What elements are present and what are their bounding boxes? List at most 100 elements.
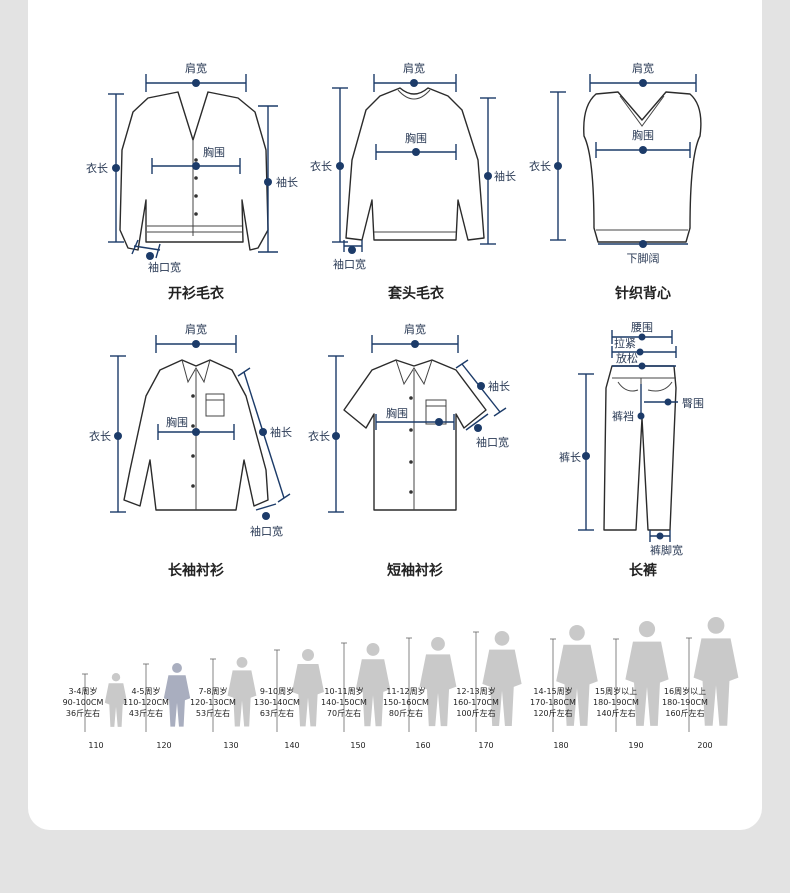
shoulder-label: 肩宽	[185, 322, 207, 336]
chest-label: 胸围	[166, 415, 188, 429]
child-silhouette-icon	[625, 621, 669, 726]
hem-label: 下脚阔	[627, 251, 660, 265]
chest-label: 胸围	[405, 131, 427, 145]
pullover-diagram: 肩宽 胸围 衣长 袖长 袖口宽 套头毛衣	[310, 61, 516, 302]
long-sleeve-shirt-diagram: 肩宽 胸围 衣长 袖长 袖口宽 长袖衬衫	[89, 322, 292, 579]
size-age: 12-13周岁	[456, 686, 495, 696]
length-label: 衣长	[529, 159, 551, 173]
child-silhouette-icon	[163, 663, 191, 727]
child-silhouette-icon	[355, 643, 391, 727]
cuff-label: 袖口宽	[333, 257, 366, 271]
garment-title: 套头毛衣	[388, 285, 445, 302]
chest-label: 胸围	[386, 406, 408, 420]
size-weight: 140斤左右	[596, 708, 635, 718]
child-silhouette-icon	[227, 657, 257, 727]
garment-title: 长裤	[629, 562, 657, 579]
sleeve-label: 袖长	[494, 169, 516, 183]
size-weight: 70斤左右	[327, 708, 361, 718]
size-range: 160-170CM	[453, 698, 499, 707]
shoulder-label: 肩宽	[403, 61, 425, 75]
sleeve-label: 袖长	[276, 175, 298, 189]
size-tick-label: 180	[553, 741, 568, 750]
shoulder-label: 肩宽	[632, 61, 654, 75]
size-age: 11-12周岁	[386, 686, 425, 696]
length-label: 衣长	[89, 429, 111, 443]
size-tick-label: 110	[88, 741, 103, 750]
cuff-label: 袖口宽	[250, 524, 283, 538]
child-silhouette-icon	[556, 625, 598, 726]
stretch-label: 拉紧	[614, 336, 636, 350]
waist-label: 腰围	[631, 321, 653, 334]
garment-title: 针织背心	[614, 285, 671, 302]
hip-label: 臀围	[682, 397, 704, 410]
size-chart: 3-4周岁90-100CM36斤左右1104-5周岁110-120CM43斤左右…	[63, 617, 739, 750]
size-weight: 120斤左右	[533, 708, 572, 718]
chest-label: 胸围	[632, 128, 654, 142]
size-tick-label: 120	[156, 741, 171, 750]
size-range: 180-190CM	[593, 698, 639, 707]
relax-label: 放松	[616, 351, 638, 365]
size-tick-label: 200	[697, 741, 712, 750]
size-tick-label: 140	[284, 741, 299, 750]
chest-label: 胸围	[203, 145, 225, 159]
cardigan-diagram: 肩宽 胸围 衣长 袖长 袖口宽 开衫毛衣	[86, 61, 298, 302]
size-tick-label: 170	[478, 741, 493, 750]
size-range: 150-160CM	[383, 698, 429, 707]
size-weight: 53斤左右	[196, 708, 230, 718]
size-age: 7-8周岁	[198, 686, 227, 696]
size-tick-label: 160	[415, 741, 430, 750]
size-weight: 100斤左右	[456, 708, 495, 718]
size-age: 16周岁以上	[664, 686, 706, 696]
length-label: 衣长	[310, 159, 332, 173]
size-age: 3-4周岁	[68, 686, 97, 696]
short-sleeve-shirt-diagram: 肩宽 胸围 衣长 袖长 袖口宽 短袖衬衫	[308, 322, 510, 579]
sleeve-label: 袖长	[488, 379, 510, 393]
size-range: 140-150CM	[321, 698, 367, 707]
child-silhouette-icon	[419, 637, 457, 727]
size-range: 110-120CM	[123, 698, 169, 707]
cuff-label: 袖口宽	[476, 435, 509, 449]
size-tick-label: 190	[628, 741, 643, 750]
size-age: 14-15周岁	[533, 686, 572, 696]
leg-opening-label: 裤脚宽	[650, 543, 683, 557]
pant-length-label: 裤长	[559, 450, 581, 464]
size-age: 9-10周岁	[260, 686, 294, 696]
size-range: 130-140CM	[254, 698, 300, 707]
pants-diagram: 腰围 拉紧 放松 裤裆 臀围 裤长 裤脚宽 长裤	[559, 321, 704, 579]
garment-title: 开衫毛衣	[168, 285, 225, 302]
child-silhouette-icon	[482, 631, 522, 727]
sleeve-label: 袖长	[270, 425, 292, 439]
length-label: 衣长	[308, 429, 330, 443]
length-label: 衣长	[86, 161, 108, 175]
shoulder-label: 肩宽	[404, 322, 426, 336]
size-weight: 36斤左右	[66, 708, 100, 718]
child-silhouette-icon	[292, 649, 324, 727]
size-range: 180-190CM	[662, 698, 708, 707]
size-weight: 80斤左右	[389, 708, 423, 718]
size-weight: 43斤左右	[129, 708, 163, 718]
crotch-label: 裤裆	[612, 409, 634, 423]
size-age: 15周岁以上	[595, 686, 637, 696]
size-age: 10-11周岁	[324, 686, 363, 696]
garment-title: 短袖衬衫	[387, 562, 443, 579]
size-range: 90-100CM	[63, 698, 104, 707]
size-weight: 160斤左右	[665, 708, 704, 718]
shoulder-label: 肩宽	[185, 61, 207, 75]
child-silhouette-icon	[104, 673, 128, 727]
size-weight: 63斤左右	[260, 708, 294, 718]
child-silhouette-icon	[693, 617, 739, 726]
size-tick-label: 130	[223, 741, 238, 750]
size-tick-label: 150	[350, 741, 365, 750]
size-range: 120-130CM	[190, 698, 236, 707]
